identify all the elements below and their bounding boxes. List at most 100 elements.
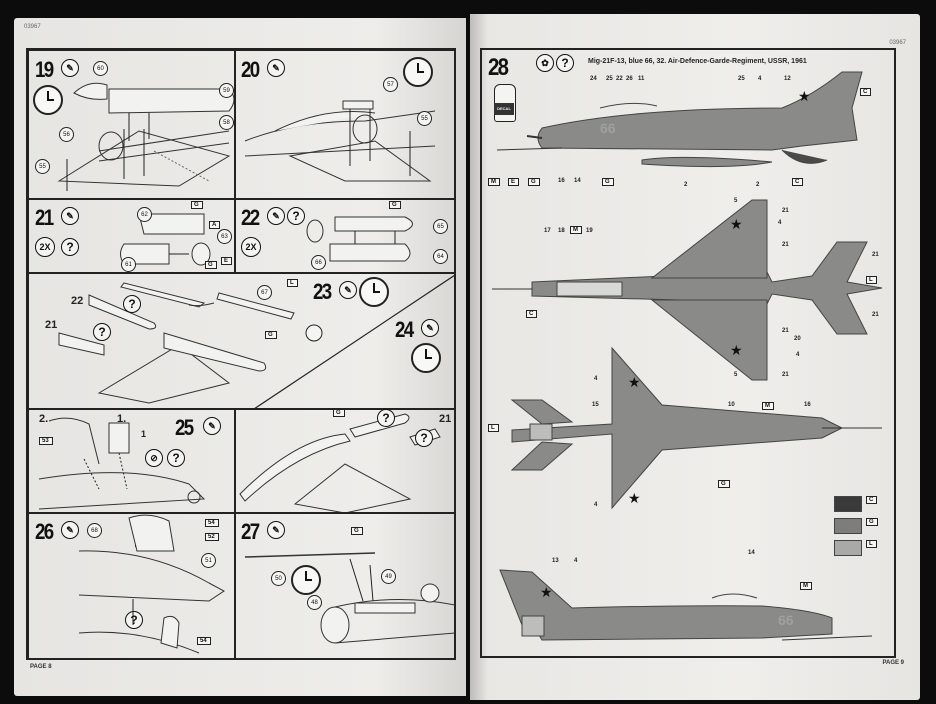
kit-code: 03967 (889, 40, 906, 46)
decal-number: 25 (738, 76, 745, 82)
question-icon: ? (377, 409, 395, 427)
decal-number: 4 (574, 558, 578, 564)
paint-ref: G (265, 331, 277, 339)
paint-code: G (866, 518, 878, 526)
fuselage-wing-drawing (244, 100, 436, 182)
step-21-panel: 21 ✎ 2X ? 62 63 61 G A G E (28, 198, 236, 274)
part-callout: 55 (417, 111, 432, 126)
part-callout: 68 (87, 523, 102, 538)
part-callout: 49 (381, 569, 396, 584)
paint-ref: G (602, 178, 614, 186)
no-glue-icon: ⊘ (145, 449, 163, 467)
step-25-panel: 2. 1. 53 1 25 ✎ ⊘ ? (28, 408, 236, 514)
paint-ref: G (528, 178, 540, 186)
decal-number: 4 (796, 352, 800, 358)
step-number: 25 (175, 415, 194, 440)
step-number: 28 (488, 54, 509, 81)
paint-code: C (866, 496, 878, 504)
glue-icon: ✎ (267, 59, 285, 77)
decal-number: 11 (638, 76, 645, 82)
part-callout: 65 (433, 219, 448, 234)
intake-pitot-drawing (244, 552, 455, 644)
paint-ref: M (488, 178, 500, 186)
steps-frame: 19 ✎ 60 59 58 56 55 20 ✎ (26, 48, 456, 660)
question-icon: ? (287, 207, 305, 225)
paint-ref: C (792, 178, 804, 186)
scheme-title: Mig-21F-13, blue 66, 32. Air-Defence-Gar… (588, 58, 807, 65)
glue-icon: ✎ (267, 207, 285, 225)
decal-number: 2 (684, 182, 688, 188)
decal-callout: 53 (39, 437, 53, 445)
red-star-insignia: ★ (730, 342, 743, 358)
decal-number: 12 (784, 76, 791, 82)
fuselage-number: 66 (778, 612, 794, 628)
paint-ref: M (762, 402, 774, 410)
callout-label: 21 (45, 319, 58, 331)
question-icon: ? (61, 238, 79, 256)
fuselage-wing-drawing (57, 82, 235, 191)
paint-ref: G (389, 201, 401, 209)
paint-ref: L (488, 424, 499, 432)
decal-number: 21 (782, 328, 789, 334)
decal-number: 17 (544, 228, 551, 234)
decal-callout: 54 (205, 519, 219, 527)
paint-ref: G (351, 527, 363, 535)
callout-label: 21 (439, 413, 452, 425)
part-callout: 66 (311, 255, 326, 270)
instruction-page-left: 03967 19 ✎ 60 59 58 56 55 20 ✎ (14, 18, 466, 696)
decal-number: 26 (626, 76, 633, 82)
quantity-badge: 2X (35, 237, 55, 257)
part-callout: 51 (201, 553, 216, 568)
step-number: 23 (313, 279, 332, 304)
decal-number: 4 (594, 376, 598, 382)
decal-number: 15 (592, 402, 599, 408)
decal-number: 16 (804, 402, 811, 408)
decal-number: 18 (558, 228, 565, 234)
decal-number: 4 (594, 502, 598, 508)
red-star-insignia: ★ (628, 490, 641, 506)
part-callout: 50 (271, 571, 286, 586)
red-star-insignia: ★ (730, 216, 743, 232)
red-star-insignia: ★ (628, 374, 641, 390)
clock-icon (291, 565, 321, 595)
instruction-page-right: 03967 28 ✿ ? Mig-21F-13, blue 66, 32. Ai… (470, 14, 920, 700)
part-number: 1 (141, 429, 147, 439)
decal-number: 16 (558, 178, 565, 184)
decal-number: 25 (606, 76, 613, 82)
paint-code: L (866, 540, 877, 548)
wing-missile-drawing (239, 413, 441, 513)
decal-callout: 54 (197, 637, 211, 645)
part-callout: 64 (433, 249, 448, 264)
decal-number: 21 (782, 372, 789, 378)
glue-icon: ✎ (339, 281, 357, 299)
clock-icon (403, 57, 433, 87)
paint-ref: G (333, 409, 345, 417)
decal-callout: 52 (205, 533, 219, 541)
part-callout: 61 (121, 257, 136, 272)
decal-water-icon: ✿ (536, 54, 554, 72)
paint-ref: C (860, 88, 872, 96)
part-callout: 60 (93, 61, 108, 76)
step-19-panel: 19 ✎ 60 59 58 56 55 (28, 50, 236, 200)
kit-code: 03967 (24, 24, 41, 30)
step-number: 19 (35, 57, 54, 82)
step-27-panel: 27 ✎ G 50 49 48 (234, 512, 456, 660)
color-swatch (834, 496, 862, 512)
decal-number: 4 (778, 220, 782, 226)
paint-ref: M (570, 226, 582, 234)
glue-icon: ✎ (203, 417, 221, 435)
paint-ref: A (209, 221, 221, 229)
red-star-insignia: ★ (798, 88, 811, 104)
step-26-panel: 26 ✎ 68 54 A 52 51 ? 54 (28, 512, 236, 660)
clock-icon (33, 85, 63, 115)
decal-number: 21 (872, 312, 879, 318)
decal-number: 13 (552, 558, 559, 564)
question-icon: ? (125, 611, 143, 629)
paint-ref: M (800, 582, 812, 590)
step-number: 22 (241, 205, 260, 230)
red-star-insignia: ★ (540, 584, 553, 600)
part-callout: 56 (59, 127, 74, 142)
decal-number: 21 (782, 208, 789, 214)
quantity-badge: 2X (241, 237, 261, 257)
glue-icon: ✎ (61, 521, 79, 539)
